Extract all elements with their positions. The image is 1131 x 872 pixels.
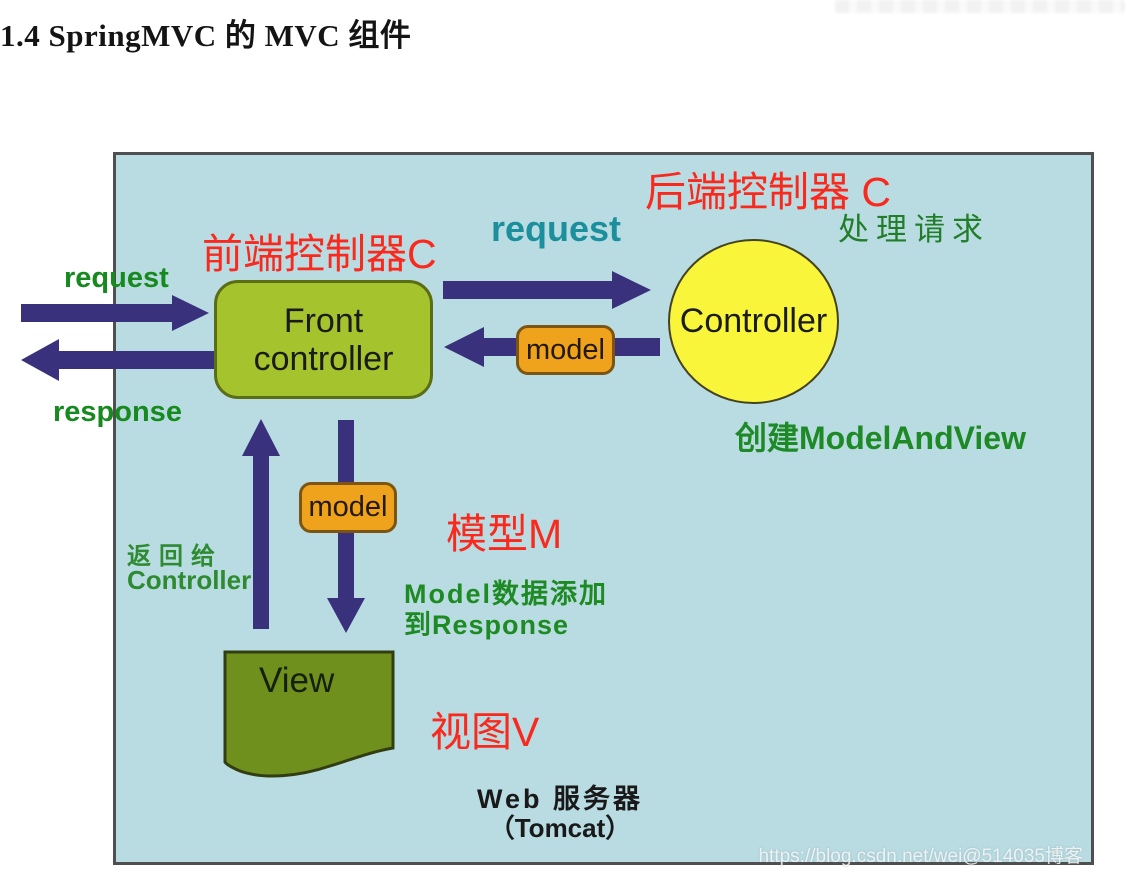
response-left-label: response <box>53 396 182 428</box>
model-data-label-line1: Model数据添加 <box>404 579 608 609</box>
controller-node: Controller <box>668 239 839 404</box>
web-server-label-line2: （Tomcat） <box>488 813 632 843</box>
create-modelandview-label: 创建ModelAndView <box>735 420 1026 456</box>
csdn-watermark: https://blog.csdn.net/wei@514035博客 <box>758 846 1083 867</box>
model-m-annotation: 模型M <box>446 511 563 557</box>
return-to-label-line1: 返回给 <box>127 543 223 570</box>
page-title: 1.4 SpringMVC 的 MVC 组件 <box>0 18 412 53</box>
back-controller-annotation: 后端控制器 C <box>645 169 891 215</box>
model-badge-middle: model <box>299 482 397 533</box>
front-controller-node: Front controller <box>214 280 433 399</box>
request-left-label: request <box>64 262 169 294</box>
view-node-label: View <box>259 661 335 700</box>
web-server-label-line1: Web 服务器 <box>476 784 643 814</box>
model-data-label-line2: 到Response <box>404 610 570 640</box>
handle-request-label: 处理请求 <box>838 212 990 247</box>
model-badge-right-label: model <box>526 333 605 366</box>
controller-node-label: Controller <box>679 302 828 340</box>
request-top-label: request <box>491 208 622 249</box>
front-controller-annotation: 前端控制器C <box>202 231 437 277</box>
model-badge-middle-label: model <box>308 491 388 523</box>
front-controller-node-label: Front controller <box>253 301 394 378</box>
model-badge-right: model <box>516 325 615 375</box>
view-v-annotation: 视图V <box>430 709 540 755</box>
cropped-watermark-remnant <box>835 0 1125 13</box>
return-to-label-line2: Controller <box>127 565 252 595</box>
